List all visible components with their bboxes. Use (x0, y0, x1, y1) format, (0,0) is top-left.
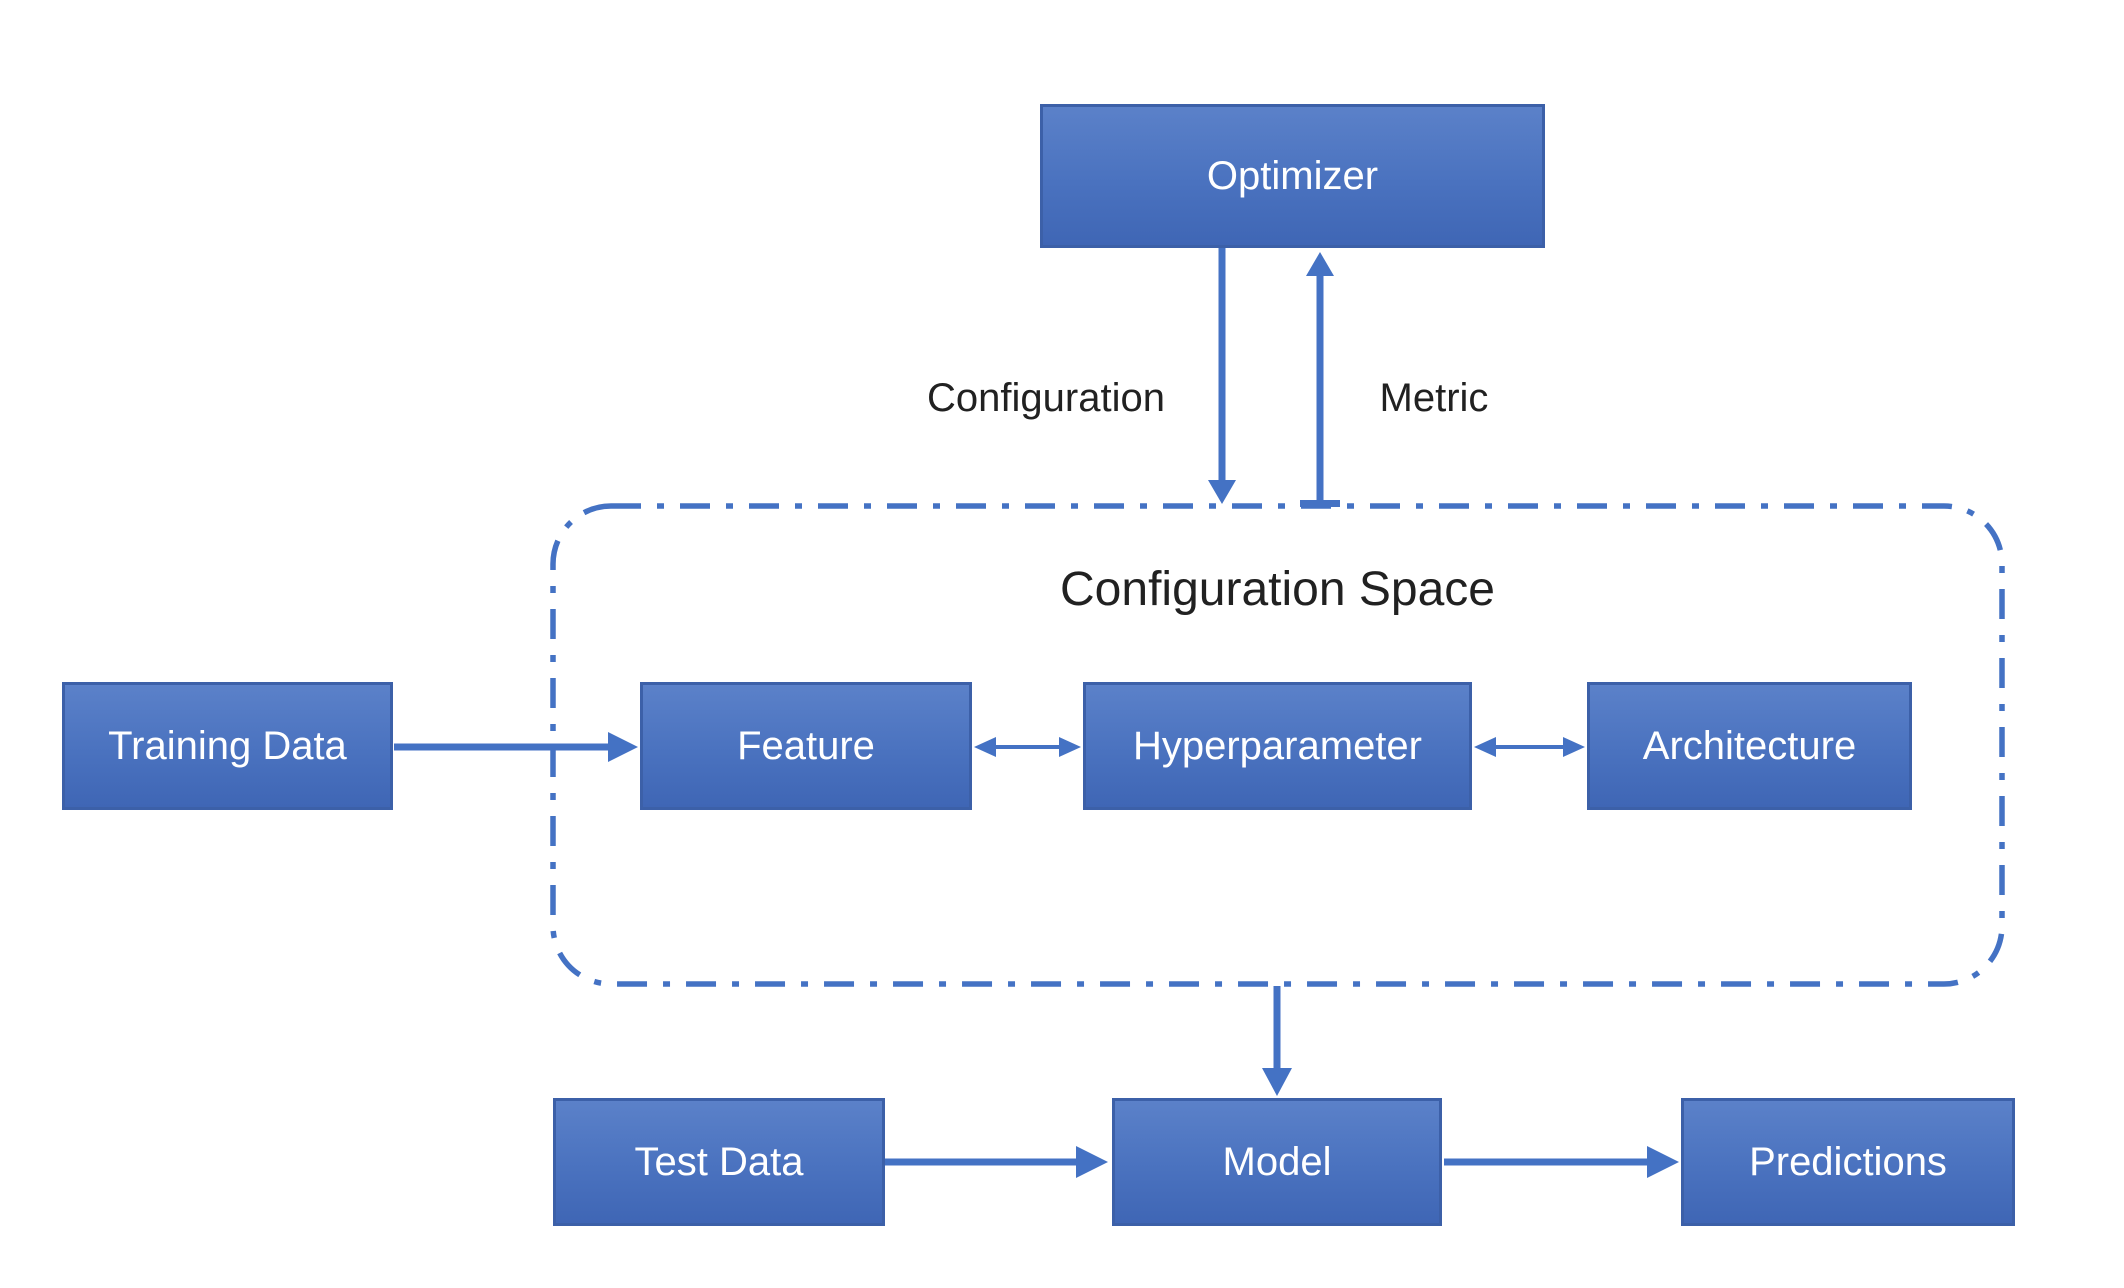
node-test-data-label: Test Data (634, 1140, 804, 1184)
node-optimizer: Optimizer (1040, 104, 1545, 248)
node-predictions: Predictions (1681, 1098, 2015, 1226)
edge-label-metric: Metric (1379, 376, 1489, 420)
edge-feature-hyperparameter-bidirectional (974, 737, 1081, 757)
configuration-space-border (550, 503, 2005, 987)
node-training-data-label: Training Data (108, 724, 347, 768)
node-hyperparameter: Hyperparameter (1083, 682, 1472, 810)
node-test-data: Test Data (553, 1098, 885, 1226)
node-model: Model (1112, 1098, 1442, 1226)
edge-training-data-to-feature (394, 732, 638, 762)
edge-label-configuration: Configuration (927, 376, 1165, 420)
edge-hyperparameter-architecture-bidirectional (1474, 737, 1585, 757)
node-architecture: Architecture (1587, 682, 1912, 810)
node-hyperparameter-label: Hyperparameter (1132, 724, 1422, 768)
edge-space-to-model (1262, 986, 1292, 1096)
node-optimizer-label: Optimizer (1206, 154, 1379, 198)
edge-space-to-optimizer-metric (1300, 252, 1340, 507)
edge-optimizer-to-space-configuration (1208, 248, 1236, 504)
node-training-data: Training Data (62, 682, 393, 810)
node-feature-label: Feature (737, 724, 875, 768)
node-predictions-label: Predictions (1749, 1140, 1947, 1184)
node-architecture-label: Architecture (1642, 724, 1857, 768)
node-feature: Feature (640, 682, 972, 810)
edge-model-to-predictions (1444, 1146, 1679, 1178)
edge-test-data-to-model (885, 1146, 1108, 1178)
node-model-label: Model (1222, 1140, 1332, 1184)
configuration-space-title: Configuration Space (1060, 563, 1495, 616)
